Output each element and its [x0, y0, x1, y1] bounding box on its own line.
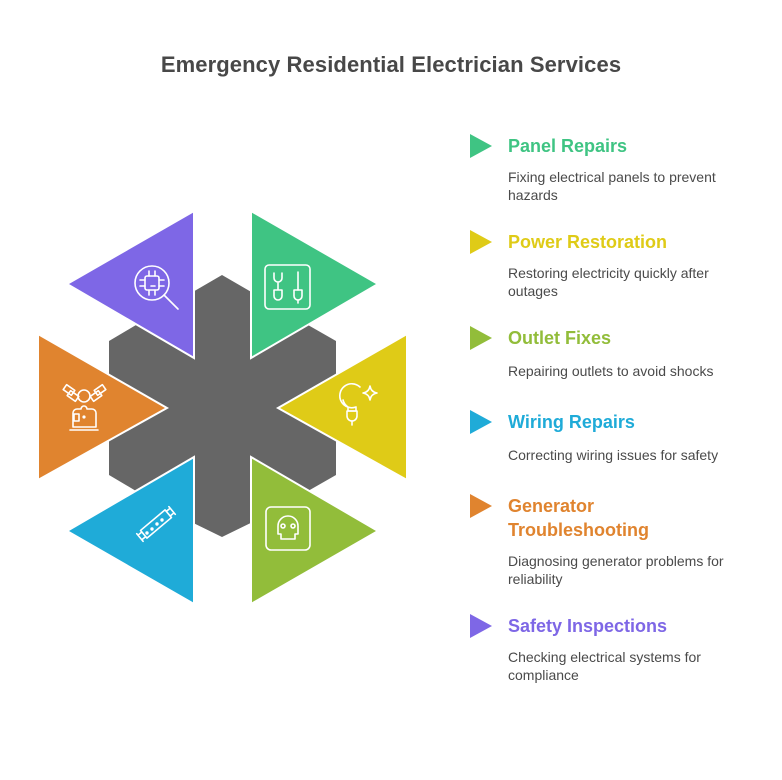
triangle-marker-icon	[470, 614, 492, 638]
legend-title-line-1: Generator	[508, 496, 595, 516]
segment-outlet-fixes	[250, 455, 380, 606]
triangle-marker-icon	[470, 494, 492, 518]
legend-title: Safety Inspections	[508, 616, 668, 636]
legend-title-line-2: Troubleshooting	[508, 520, 649, 540]
wrench-screwdriver-panel-icon	[264, 264, 311, 310]
triangle-marker-icon	[470, 326, 492, 350]
generator-engine-icon	[62, 383, 107, 431]
legend-title: Outlet Fixes	[508, 328, 612, 348]
wire-connector-icon	[135, 505, 177, 543]
legend-description: Restoring electricity quickly after outa…	[508, 265, 709, 299]
triangle-marker-icon	[470, 230, 492, 254]
power-outlet-icon	[265, 506, 311, 551]
legend-description: Repairing outlets to avoid shocks	[508, 363, 714, 379]
segment-wiring-repairs	[65, 455, 195, 606]
segment-panel-repairs	[250, 209, 380, 360]
legend-title: Generator Troubleshooting	[508, 494, 649, 542]
legend-description: Correcting wiring issues for safety	[508, 447, 719, 463]
legend-description: Checking electrical systems for complian…	[508, 649, 701, 683]
legend-description: Diagnosing generator problems for reliab…	[508, 553, 724, 587]
page-title: Emergency Residential Electrician Servic…	[160, 52, 622, 77]
legend-title: Wiring Repairs	[508, 412, 635, 432]
triangle-marker-icon	[470, 410, 492, 434]
legend-title: Panel Repairs	[508, 136, 628, 156]
chip-inspection-icon	[134, 265, 179, 310]
legend-description: Fixing electrical panels to prevent haza…	[508, 169, 716, 203]
segment-power-restoration	[275, 332, 408, 482]
segment-generator-troubleshooting	[37, 332, 170, 482]
triangle-marker-icon	[470, 134, 492, 158]
segment-safety-inspections	[65, 209, 195, 360]
lightbulb-sparkle-icon	[339, 382, 378, 426]
legend-title: Power Restoration	[508, 232, 668, 252]
